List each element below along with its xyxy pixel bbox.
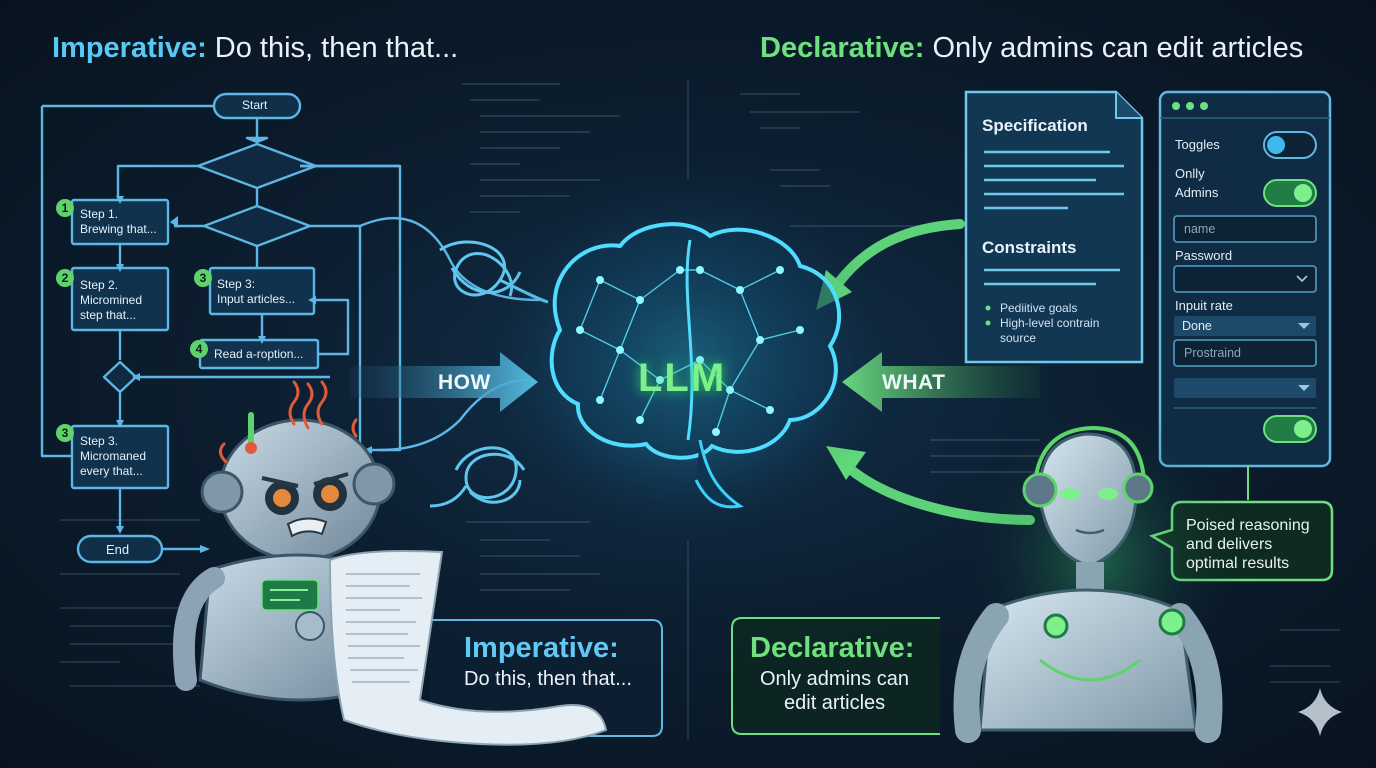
step-line: Step 2. bbox=[80, 278, 119, 292]
declarative-tagline: Only admins can edit articles bbox=[924, 32, 1304, 64]
flowchart bbox=[40, 92, 541, 564]
step-line: Micromined bbox=[80, 293, 143, 307]
tangled-knot-bottom bbox=[429, 446, 526, 508]
step-badge: 2 bbox=[56, 269, 74, 287]
prostraind-field[interactable]: Prostraind bbox=[1184, 346, 1241, 360]
bubble-line: and delivers bbox=[1186, 536, 1273, 553]
constraints-title: Constraints bbox=[982, 238, 1077, 257]
password-label: Password bbox=[1175, 248, 1233, 263]
flowchart-start: Start bbox=[242, 98, 268, 112]
step-line: Step 1. bbox=[80, 207, 119, 221]
declarative-caption-title: Declarative: bbox=[750, 632, 915, 664]
step-line: Micromaned bbox=[80, 449, 147, 463]
bubble-text: Poised reasoning and delivers optimal resu… bbox=[1186, 516, 1310, 573]
step-badge: 1 bbox=[56, 199, 74, 217]
specification-document bbox=[964, 90, 1144, 364]
toggles-label: Toggles bbox=[1175, 137, 1220, 152]
step-badge: 3 bbox=[56, 424, 74, 442]
declarative-keyword: Declarative: bbox=[760, 32, 925, 64]
imperative-frame bbox=[430, 619, 663, 737]
name-field[interactable]: name bbox=[1184, 222, 1216, 236]
constraint-bullet: source bbox=[1000, 331, 1037, 345]
steam-icon bbox=[219, 380, 358, 464]
declarative-caption-line-2: edit articles bbox=[784, 692, 886, 714]
step-line: Step 3. bbox=[80, 434, 119, 448]
imperative-keyword: Imperative: bbox=[52, 32, 207, 64]
bubble-line: optimal results bbox=[1186, 555, 1290, 572]
step-line: every that... bbox=[80, 464, 143, 478]
constraint-bullet: High-level contrain bbox=[1000, 316, 1100, 330]
header-declarative: Declarative: Only admins can edit articl… bbox=[760, 32, 1303, 65]
imperative-tagline: Do this, then that... bbox=[206, 32, 459, 64]
gear-icon bbox=[1245, 435, 1255, 445]
bubble-line: Poised reasoning bbox=[1186, 517, 1310, 534]
how-label: HOW bbox=[438, 371, 491, 394]
step-badge: 3 bbox=[194, 269, 212, 287]
header-imperative: Imperative: Do this, then that... bbox=[52, 32, 458, 65]
only-admins-label-2: Admins bbox=[1175, 185, 1219, 200]
done-select[interactable]: Done bbox=[1182, 319, 1212, 333]
imperative-caption-title: Imperative: bbox=[464, 632, 619, 664]
brain-network-icon bbox=[549, 222, 842, 509]
step-badge: 4 bbox=[190, 340, 208, 358]
llm-label: LLM bbox=[638, 356, 727, 400]
step-3-box: Step 3:Input articles... bbox=[217, 277, 295, 307]
step-line: Input articles... bbox=[217, 292, 296, 306]
thermometer-icon bbox=[245, 412, 257, 454]
declarative-frame bbox=[731, 617, 940, 735]
imperative-caption-text: Do this, then that... bbox=[464, 668, 632, 690]
step-4-box: Read a-roption... bbox=[214, 347, 304, 361]
step-line: step that... bbox=[80, 308, 137, 322]
spec-title: Specification bbox=[982, 116, 1088, 135]
step-line: Brewing that... bbox=[80, 222, 157, 236]
step-1-box: Step 1.Brewing that... bbox=[80, 207, 157, 237]
what-label: WHAT bbox=[882, 371, 946, 394]
constraint-bullet: Pediitive goals bbox=[1000, 301, 1078, 315]
sparkle-icon bbox=[1298, 688, 1342, 736]
only-admins-label-1: Onlly bbox=[1175, 166, 1205, 181]
flowchart-end: End bbox=[106, 542, 130, 557]
settings-panel bbox=[1158, 90, 1332, 500]
paper-scroll-icon bbox=[328, 550, 608, 746]
android-icon bbox=[953, 425, 1223, 743]
step-line: Step 3: bbox=[217, 277, 256, 291]
declarative-caption-line-1: Only admins can bbox=[760, 668, 909, 690]
input-rate-label: Inpuit rate bbox=[1175, 298, 1233, 313]
